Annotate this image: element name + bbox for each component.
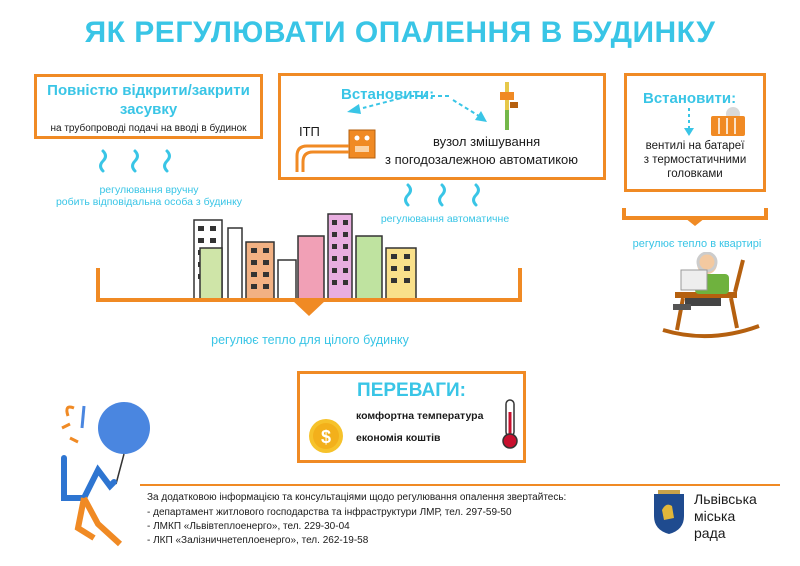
benefits-box: ПЕРЕВАГИ: комфортна температура економія… xyxy=(297,371,526,463)
city-coat-of-arms-icon xyxy=(654,490,684,534)
grandpa-rocking-chair-icon xyxy=(662,252,760,339)
right-box-line1: вентилі на батареї xyxy=(645,140,745,152)
footer-line1: - департамент житлового господарства та … xyxy=(147,507,512,518)
center-box-heading: Встановити: xyxy=(341,86,435,103)
benefits-heading: ПЕРЕВАГИ: xyxy=(357,380,466,401)
benefit-comfort: комфортна температура xyxy=(356,410,484,422)
left-box-subtext: на трубопроводі подачі на вводі в будино… xyxy=(50,123,247,134)
heat-waves-icon xyxy=(99,149,171,173)
footer-line2: - ЛМКП «Львівтеплоенерго», тел. 229-30-0… xyxy=(147,521,350,532)
building-caption: регулює тепло для цілого будинку xyxy=(211,333,409,347)
benefit-savings: економія коштів xyxy=(356,432,441,444)
page-title: ЯК РЕГУЛЮВАТИ ОПАЛЕННЯ В БУДИНКУ xyxy=(84,16,716,49)
apartment-buildings-icon xyxy=(193,213,417,300)
mixing-unit-line2: з погодозалежною автоматикою xyxy=(385,152,579,167)
logo-line3: рада xyxy=(694,525,726,541)
left-box-heading-line2: засувку xyxy=(119,101,178,118)
left-box-heading-line1: Повністю відкрити/закрити xyxy=(47,82,250,99)
left-caption-line1: регулювання вручну xyxy=(99,184,199,196)
heat-waves-icon xyxy=(404,183,480,207)
logo-line2: міська xyxy=(694,508,736,524)
building-bracket xyxy=(96,268,522,316)
right-bracket xyxy=(622,208,768,226)
footer-line3: - ЛКП «Залізничнетеплоенерго», тел. 262-… xyxy=(147,535,369,546)
center-info-box: Встановити: ІТП вузол змішування з погод… xyxy=(278,73,606,180)
coin-icon: $ xyxy=(309,419,343,453)
thermometer-icon xyxy=(502,399,518,449)
right-box-line2: з термостатичними xyxy=(643,154,747,166)
dashed-arrows-icon xyxy=(347,95,487,122)
right-box-heading: Встановити: xyxy=(643,90,737,107)
footer-intro: За додатковою інформацією та консультаці… xyxy=(147,492,567,503)
itp-device-icon xyxy=(295,129,376,172)
itp-label: ІТП xyxy=(299,124,320,139)
person-with-balloon-icon xyxy=(61,402,150,547)
left-info-box: Повністю відкрити/закрити засувку на тру… xyxy=(34,74,263,139)
right-info-box: Встановити: вентилі на батареї з термост… xyxy=(624,73,766,192)
svg-text:$: $ xyxy=(321,427,331,447)
right-caption: регулює тепло в квартирі xyxy=(632,238,762,250)
mixing-valve-icon xyxy=(500,82,518,130)
footer-divider xyxy=(140,484,780,486)
radiator-valve-icon xyxy=(684,107,745,136)
right-box-line3: головками xyxy=(667,168,723,180)
left-caption-line2: робить відповідальна особа з будинку xyxy=(55,196,243,208)
center-caption: регулювання автоматичне xyxy=(380,213,510,225)
mixing-unit-line1: вузол змішування xyxy=(433,134,541,149)
logo-line1: Львівська xyxy=(694,491,757,507)
